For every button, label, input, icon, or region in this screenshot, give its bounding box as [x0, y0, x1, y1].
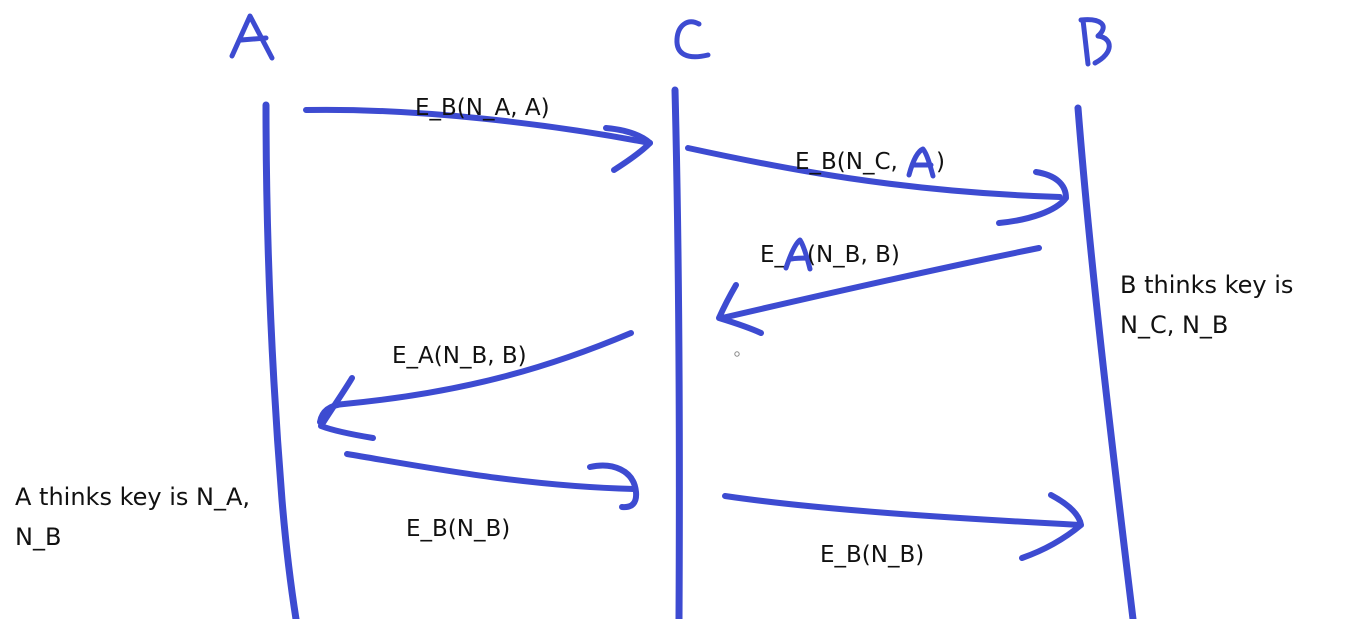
message-2-label-prefix: E_B(N_C,	[795, 149, 898, 175]
note-b-line-1: B thinks key is	[1120, 271, 1293, 299]
arrowhead-b-to-c	[716, 282, 764, 336]
arrow-a-to-c-2	[344, 451, 637, 492]
message-3-label-suffix: (N_B, B)	[807, 242, 900, 268]
arrow-a-to-c-1	[303, 106, 653, 146]
arrow-b-to-c	[719, 245, 1042, 321]
message-5-label: E_B(N_B)	[406, 516, 510, 542]
lifeline-c	[671, 86, 683, 619]
note-a-line-1: A thinks key is N_A,	[15, 483, 250, 511]
participant-c-label: C	[674, 19, 711, 60]
message-6-label: E_B(N_B)	[820, 542, 924, 568]
stray-mark	[734, 351, 740, 357]
arrowhead-a-to-c-1	[603, 125, 653, 173]
note-a-line-2: N_B	[15, 523, 61, 551]
lifeline-a	[262, 101, 300, 619]
message-2-handwritten-a: A	[906, 146, 936, 179]
arrowhead-c-to-b-2	[1019, 492, 1084, 561]
arrow-c-to-b-2	[722, 493, 1083, 528]
message-1-label: E_B(N_A, A)	[415, 95, 550, 121]
arrowhead-a-to-c-2	[587, 462, 640, 511]
note-b-line-2: N_C, N_B	[1120, 311, 1228, 339]
lifeline-b	[1074, 104, 1137, 619]
message-2-label-suffix: )	[936, 149, 945, 175]
participant-a-label: A	[229, 13, 275, 61]
message-4-label: E_A(N_B, B)	[392, 343, 527, 369]
arrowhead-c-to-a	[318, 375, 376, 441]
message-3-handwritten-a: A	[783, 237, 813, 272]
arrow-c-to-b	[685, 145, 1063, 200]
participant-b-label: B	[1078, 17, 1112, 67]
message-3-label-prefix: E_	[760, 242, 787, 268]
arrowhead-c-to-b	[996, 169, 1069, 226]
arrow-c-to-a	[317, 330, 634, 425]
